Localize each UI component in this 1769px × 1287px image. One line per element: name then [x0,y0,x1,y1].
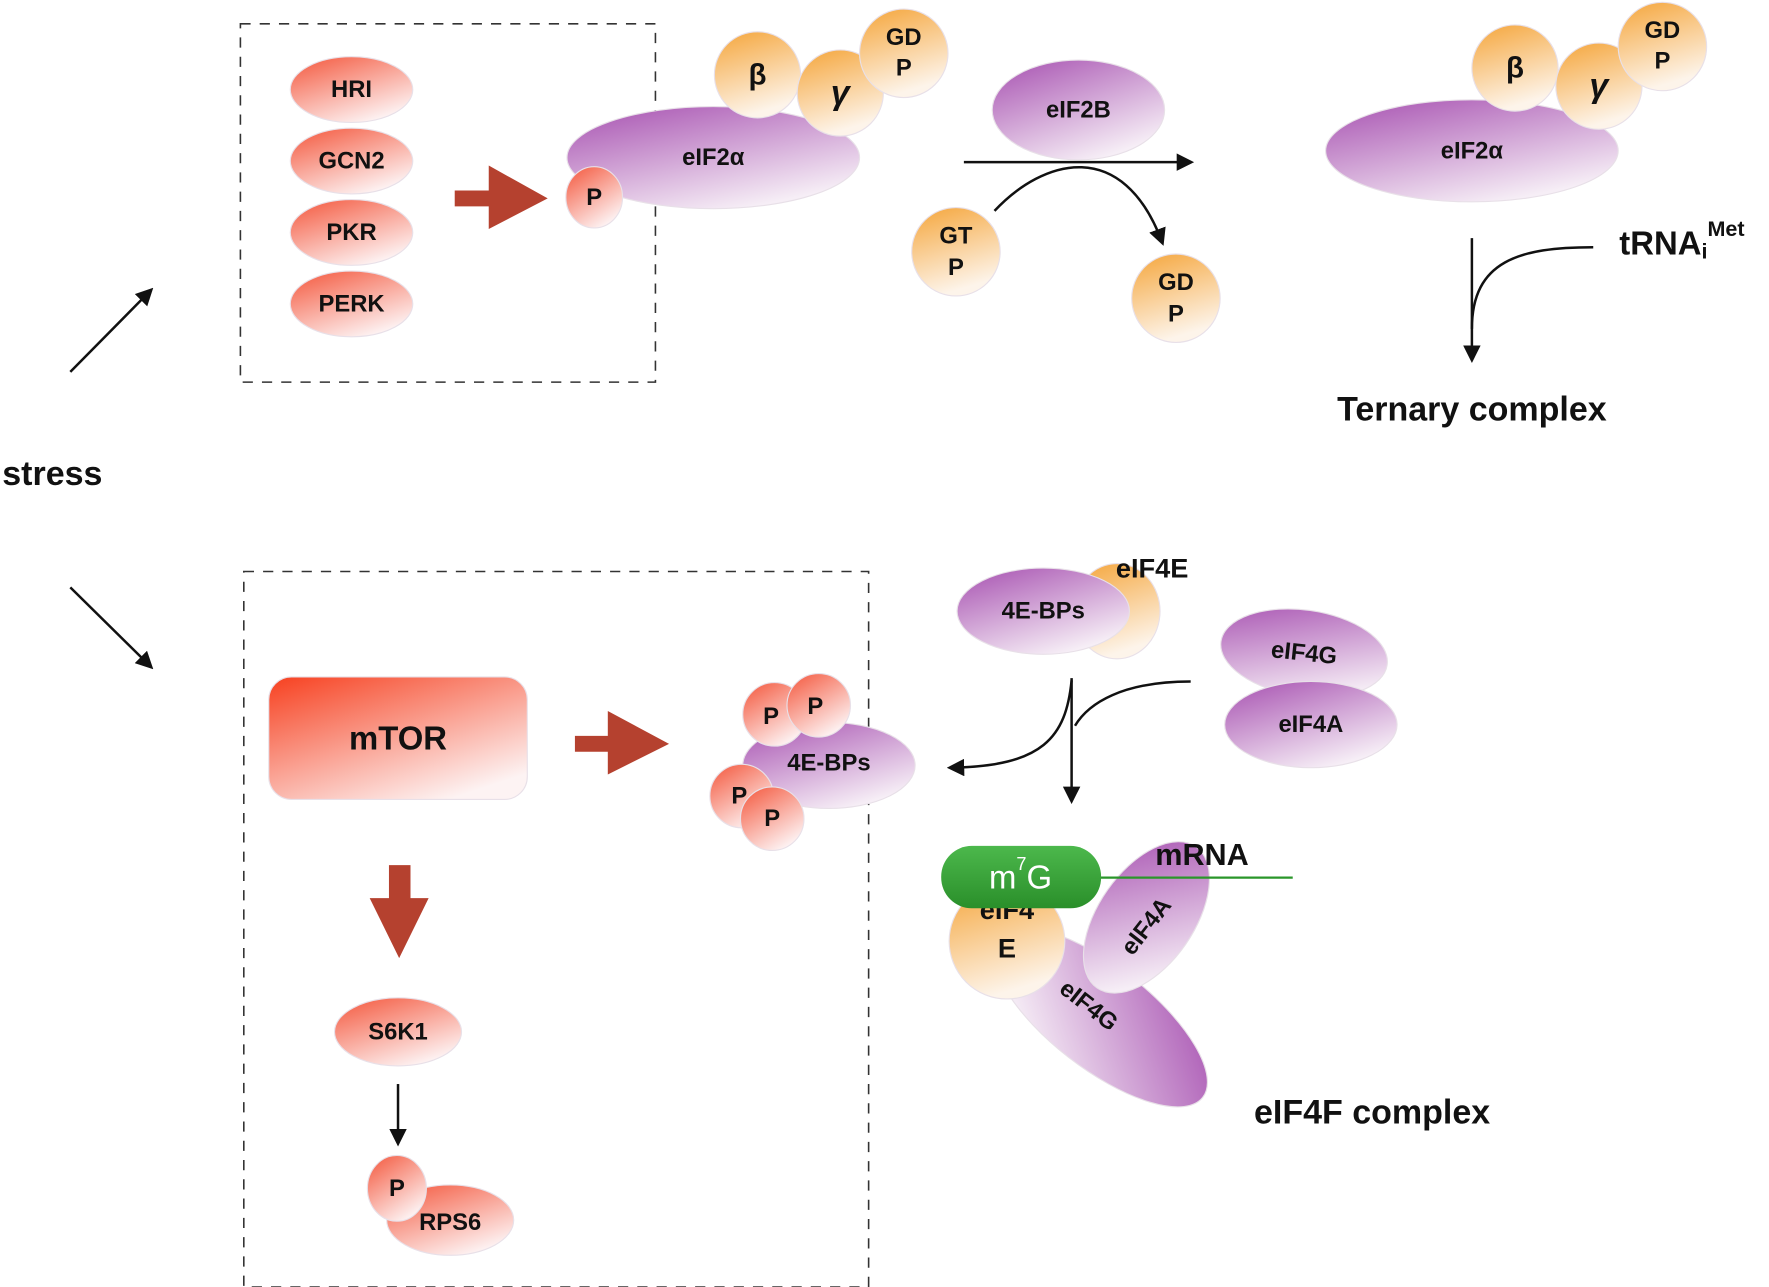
svg-text:4E-BPs: 4E-BPs [787,750,870,777]
kinase-perk: PERK [289,270,414,338]
phosphorylation-arrow-top [454,165,548,230]
4ebp-eif4e-complex: 4E-BPs eIF4E [956,553,1189,660]
eif2b [991,59,1166,161]
mtor-to-s6k1-arrow [369,865,429,959]
eif2-complex-phosphorylated: eIF2α β γ GD P P [565,8,949,229]
kinase-pkr: PKR [289,199,414,266]
svg-text:4E-BPs: 4E-BPs [1002,598,1085,625]
svg-text:γ: γ [831,74,852,112]
svg-text:eIF4A: eIF4A [1278,711,1343,738]
svg-text:RPS6: RPS6 [419,1209,481,1236]
svg-text:P: P [1168,301,1184,328]
phosphate-2 [786,672,852,738]
svg-text:eIF2α: eIF2α [682,144,745,171]
svg-text:P: P [807,693,823,720]
gdp-active [1617,1,1708,92]
svg-text:β: β [1506,52,1524,85]
mrna-label: mRNA [1155,838,1249,872]
svg-text:GCN2: GCN2 [318,148,384,175]
eif2-alpha-active [1325,99,1619,203]
s6k1: S6K1 [333,997,463,1067]
stress-label: stress [2,455,102,493]
gtp-gdp-swap-arrow [993,166,1166,246]
phosphate-rps6 [366,1154,427,1222]
mtor-box [243,570,870,1287]
4ebp [956,567,1131,655]
svg-text:P: P [763,703,779,730]
svg-text:P: P [731,783,747,810]
trna-join-line [1470,245,1594,329]
svg-text:γ: γ [1589,67,1610,105]
gdp-bound [858,8,949,99]
rps6-phosphorylated: RPS6 P [366,1154,515,1256]
svg-text:P: P [948,254,964,281]
mtor: mTOR [268,676,528,800]
phosphate-4 [739,786,805,852]
mtor-to-4ebp-arrow [574,710,670,775]
svg-text:eIF2α: eIF2α [1441,137,1504,164]
eif2b-exchange: eIF2B GT P GD P [911,59,1221,344]
svg-text:HRI: HRI [331,76,372,103]
svg-text:P: P [389,1175,405,1202]
svg-text:GT: GT [939,222,973,249]
svg-text:E: E [998,932,1016,963]
svg-text:P: P [896,55,912,82]
eif4g-join-line [1073,680,1191,727]
svg-text:GD: GD [1158,269,1194,296]
svg-text:P: P [1654,48,1670,75]
svg-text:GD: GD [886,24,922,51]
svg-text:PERK: PERK [318,290,384,317]
eif2-beta-active [1471,24,1559,112]
kinase-hri: HRI [289,56,414,124]
m7g-label: m7G [989,854,1052,895]
eif4a-free [1224,680,1398,769]
trna-label: tRNAiMet [1619,217,1744,264]
svg-text:P: P [586,184,602,211]
phospho-4ebps: 4E-BPs P P P P [709,672,916,852]
ternary-complex-label: Ternary complex [1337,390,1607,428]
4ebp-release-arrow [946,680,1073,777]
eif4g-eif4a-pair: eIF4G eIF4A [1220,608,1398,769]
svg-text:S6K1: S6K1 [368,1018,428,1045]
svg-text:mTOR: mTOR [349,720,447,757]
svg-text:PKR: PKR [326,219,376,246]
stress-up-arrow [69,287,154,373]
gdp-released [1131,253,1221,344]
eif2-alpha [566,106,861,210]
svg-text:eIF4G: eIF4G [1270,636,1339,670]
eif4f-complex: eIF4G eIF4 E eIF4A m7G mRNA [941,838,1293,1108]
eif2-complex-active: eIF2α β γ GD P [1325,1,1708,203]
eif4e-label: eIF4E [1116,553,1189,584]
kinase-gcn2: GCN2 [289,127,414,195]
svg-text:eIF2B: eIF2B [1046,96,1111,123]
stress-down-arrow [69,586,154,670]
gtp [911,206,1001,297]
svg-text:β: β [748,58,766,91]
svg-text:GD: GD [1645,17,1681,44]
phosphate-eif2 [565,166,624,229]
eif4a-bound [1082,841,1210,994]
m7g-cap [941,845,1102,909]
svg-text:P: P [764,805,780,832]
eif4f-complex-label: eIF4F complex [1254,1093,1490,1131]
